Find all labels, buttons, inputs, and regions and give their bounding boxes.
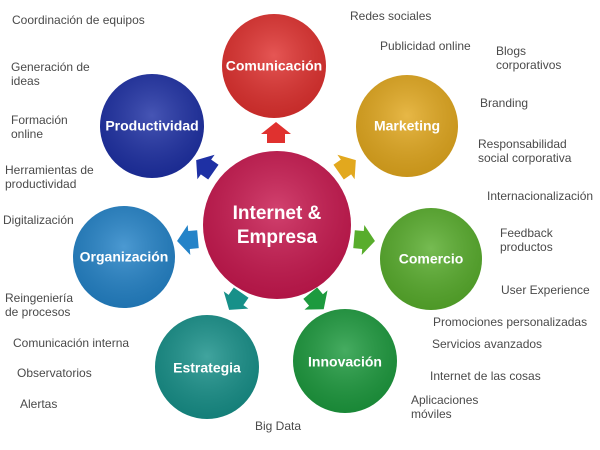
note-reingenieria-line2: de procesos — [5, 305, 71, 319]
arrow-estrategia — [223, 287, 249, 310]
node-organizacion: Organización — [73, 206, 175, 308]
note-formacion-line1: Formación — [11, 113, 68, 127]
node-comunicacion-label: Comunicación — [226, 58, 322, 74]
node-comercio-label: Comercio — [399, 251, 464, 267]
node-productividad: Productividad — [100, 74, 204, 178]
note-blogs-line1: Blogs — [496, 44, 527, 58]
node-innovacion: Innovación — [293, 309, 397, 413]
arrow-comunicacion — [261, 122, 291, 143]
note-internet-cosas: Internet de las cosas — [430, 369, 541, 383]
node-comercio: Comercio — [380, 208, 482, 310]
note-promociones: Promociones personalizadas — [433, 315, 588, 329]
node-productividad-label: Productividad — [105, 118, 198, 134]
note-reingenieria-line1: Reingeniería — [5, 291, 74, 305]
arrow-marketing — [333, 154, 356, 180]
note-formacion-line2: online — [11, 127, 44, 141]
note-comunicacion-interna: Comunicación interna — [13, 336, 130, 350]
note-aplicaciones-line1: Aplicaciones — [411, 393, 479, 407]
node-center: Internet & Empresa — [203, 151, 351, 299]
note-digitalizacion: Digitalización — [3, 213, 74, 227]
note-feedback-line1: Feedback — [500, 226, 553, 240]
note-blogs-line2: corporativos — [496, 58, 562, 72]
note-generacion-line1: Generación de — [11, 60, 90, 74]
arrow-productividad — [196, 154, 219, 180]
node-comunicacion: Comunicación — [222, 14, 326, 118]
arrow-organizacion — [177, 225, 199, 255]
note-responsabilidad-line2: social corporativa — [478, 151, 572, 165]
arrow-innovacion — [303, 287, 328, 310]
note-branding: Branding — [480, 96, 529, 110]
note-herramientas-line1: Herramientas de — [5, 163, 94, 177]
note-feedback-line2: productos — [500, 240, 553, 254]
node-innovacion-label: Innovación — [308, 354, 382, 370]
note-user-experience: User Experience — [501, 283, 590, 297]
node-organizacion-label: Organización — [80, 249, 169, 265]
node-marketing-label: Marketing — [374, 118, 440, 134]
node-marketing: Marketing — [356, 75, 458, 177]
note-observatorios: Observatorios — [17, 366, 92, 380]
note-alertas: Alertas — [20, 397, 58, 411]
center-title-line1: Internet & — [233, 203, 322, 224]
note-coordinacion: Coordinación de equipos — [12, 13, 145, 27]
note-herramientas-line2: productividad — [5, 177, 77, 191]
note-responsabilidad-line1: Responsabilidad — [478, 137, 567, 151]
node-estrategia: Estrategia — [155, 315, 259, 419]
note-generacion-line2: ideas — [11, 74, 40, 88]
center-title-line2: Empresa — [237, 227, 318, 248]
note-internacionalizacion: Internacionalización — [487, 189, 594, 203]
note-publicidad-online: Publicidad online — [380, 39, 471, 53]
note-servicios: Servicios avanzados — [432, 337, 543, 351]
note-big-data: Big Data — [255, 419, 302, 433]
note-redes-sociales: Redes sociales — [350, 9, 432, 23]
node-estrategia-label: Estrategia — [173, 360, 241, 376]
note-aplicaciones-line2: móviles — [411, 407, 452, 421]
arrow-comercio — [353, 225, 375, 255]
